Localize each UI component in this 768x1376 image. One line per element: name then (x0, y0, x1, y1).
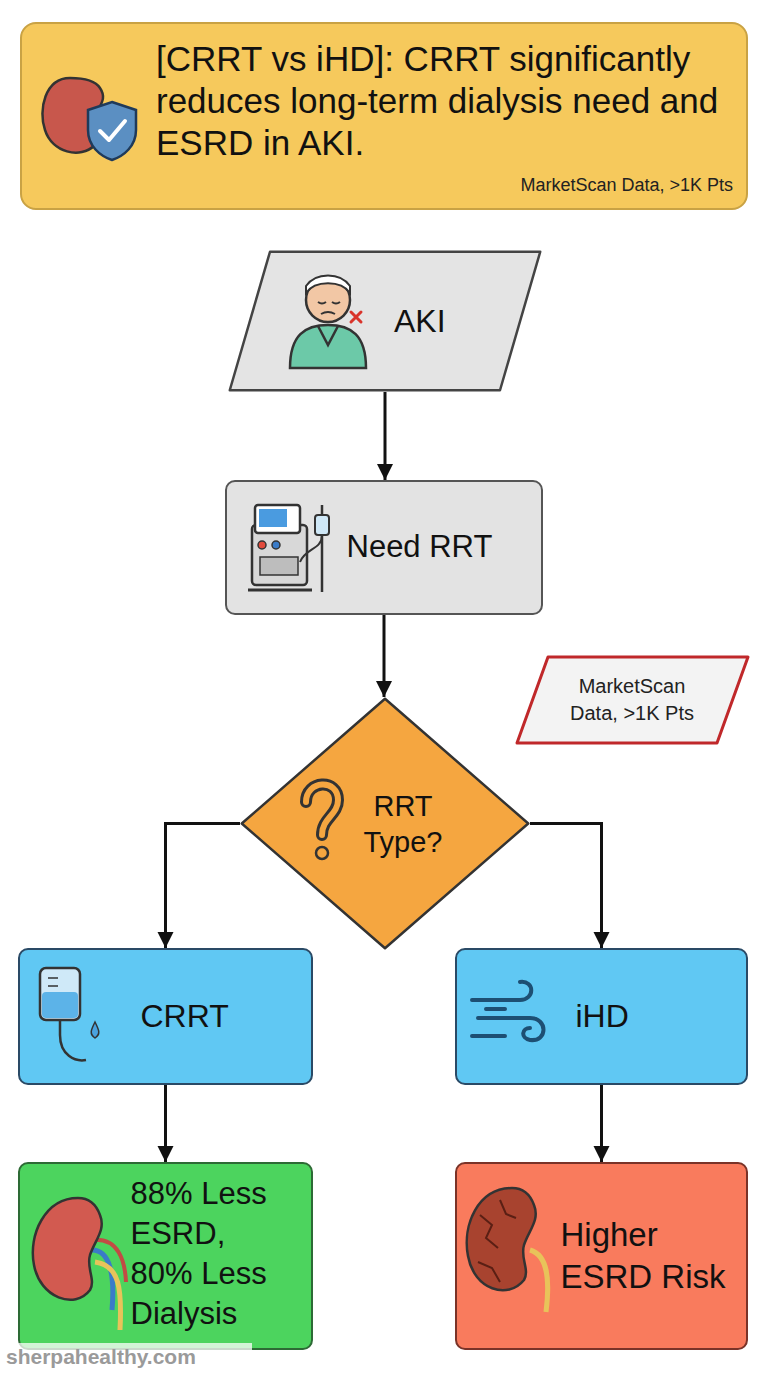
dialysis-machine-icon-part (260, 557, 298, 575)
dialysis-machine-icon-part (272, 541, 280, 549)
note-text: MarketScan Data, >1K Pts (557, 673, 707, 727)
outcome-text: 88% Less ESRD, 80% Less Dialysis (131, 1174, 281, 1334)
damaged-kidney-icon-part (478, 1200, 516, 1282)
outcome-text: Higher ESRD Risk (561, 1214, 741, 1298)
decision-diamond-outline (240, 697, 530, 950)
node-text: Need RRT (347, 528, 532, 565)
flow-arrow (166, 824, 241, 949)
source-note-shape (517, 657, 748, 743)
node-text: iHD (576, 997, 726, 1035)
node-text: CRRT (141, 997, 291, 1035)
watermark: sherpahealthy.com (4, 1343, 252, 1371)
dialysis-machine-icon-part (255, 505, 300, 533)
banner-source: MarketScan Data, >1K Pts (448, 174, 733, 196)
dialysis-machine-icon-part (258, 541, 266, 549)
patient-icon-part (318, 326, 338, 345)
dialysis-machine-icon-part (315, 515, 329, 535)
flow-arrow (600, 1085, 603, 1162)
decision-diamond-shape (242, 699, 529, 949)
dialysis-machine-icon-part (259, 509, 287, 527)
input-parallelogram: AKI (228, 250, 542, 392)
source-note: MarketScan Data, >1K Pts (515, 655, 750, 745)
iv-bag-icon-part (40, 968, 80, 1020)
flow-arrow (530, 824, 602, 949)
node-text: RRT Type? (348, 788, 458, 860)
source-note-outline (515, 655, 750, 745)
node-text: AKI (394, 302, 504, 340)
flow-arrow (164, 1085, 167, 1162)
iv-bag-icon-part (42, 992, 78, 1018)
input-parallelogram-shape (230, 252, 541, 391)
flow-arrow (384, 392, 387, 480)
banner-heading: [CRRT vs iHD]: CRRT significantly reduce… (156, 38, 731, 164)
kidney-shield-icon-part (100, 121, 125, 140)
iv-bag-icon-part (48, 978, 58, 986)
input-parallelogram-outline (228, 250, 542, 392)
flow-arrow (383, 615, 386, 697)
patient-icon-part (318, 302, 340, 314)
question-mark-icon-part (316, 847, 328, 859)
dialysis-machine-icon-part (248, 589, 312, 592)
decision-diamond: RRT Type? (240, 697, 530, 950)
